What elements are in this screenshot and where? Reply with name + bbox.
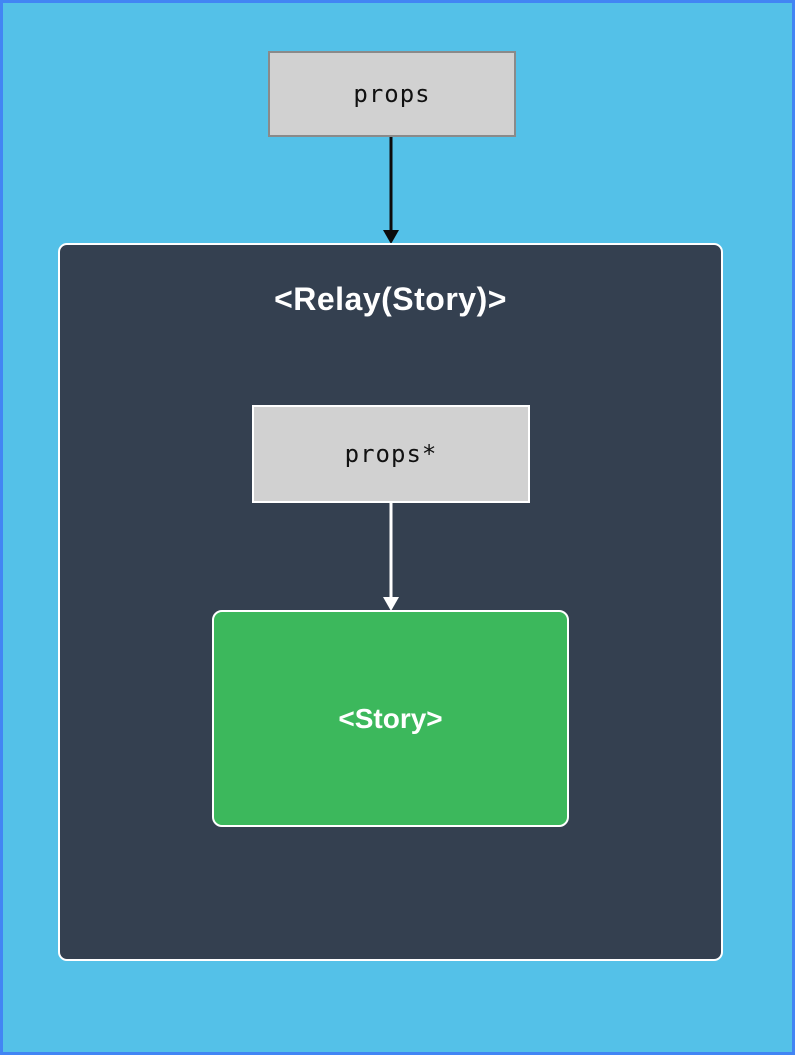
props-node-label: props xyxy=(353,80,431,108)
story-node: <Story> xyxy=(212,610,569,827)
props-star-node: props* xyxy=(252,405,530,503)
arrow-head-icon xyxy=(383,230,399,244)
arrow-shaft xyxy=(389,503,393,599)
props-node: props xyxy=(268,51,516,137)
arrow-head-icon xyxy=(383,597,399,611)
relay-container-title: <Relay(Story)> xyxy=(274,281,507,317)
props-star-to-story-arrow xyxy=(382,503,400,611)
story-node-label: <Story> xyxy=(338,702,443,734)
props-star-node-label: props* xyxy=(344,440,438,468)
props-to-relay-arrow xyxy=(382,137,400,244)
arrow-shaft xyxy=(389,137,393,232)
